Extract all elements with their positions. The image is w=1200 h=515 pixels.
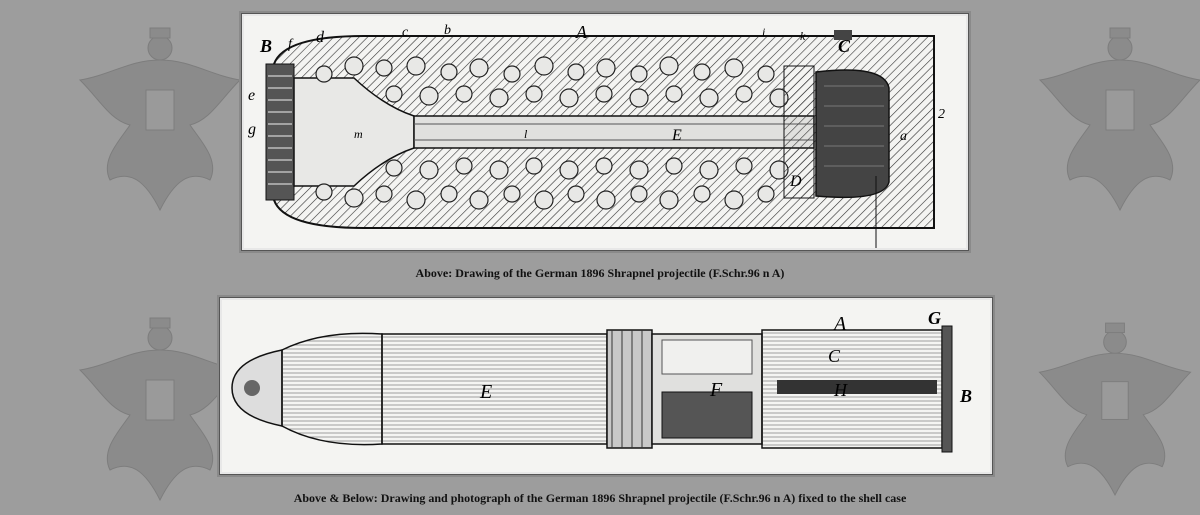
label-k: k [800,29,806,43]
label-bottom-E: E [479,381,492,403]
label-b: b [444,23,451,38]
eagle-watermark-bottom-right [1038,322,1192,497]
label-l: l [524,127,528,141]
top-drawing-frame: B f d c b A i k C e g m l E D a 2 [241,13,969,251]
label-A: A [575,22,588,42]
label-D: D [789,173,802,190]
label-C: C [838,36,851,56]
bottom-caption: Above & Below: Drawing and photograph of… [293,491,907,505]
bottom-drawing-frame: E F A C H G B [219,297,993,475]
label-c: c [402,25,409,40]
label-e: e [248,87,255,104]
shrapnel-shell-case-drawing: E F A C H G B [231,308,972,453]
label-bottom-C: C [828,346,841,366]
label-bottom-F: F [709,379,723,401]
eagle-watermark-top-right [1038,27,1200,212]
label-d: d [316,29,325,46]
label-i: i [762,25,765,39]
label-E: E [671,127,682,144]
label-bottom-G: G [928,308,941,328]
label-m: m [354,127,363,141]
label-a: a [900,129,907,144]
shrapnel-cross-section-drawing: B f d c b A i k C e g m l E D a 2 [248,22,945,248]
top-caption: Above: Drawing of the German 1896 Shrapn… [415,266,785,280]
label-bottom-H: H [833,380,848,400]
eagle-watermark-bottom-left [78,317,242,502]
label-2: 2 [938,107,945,122]
eagle-watermark-top-left [78,27,242,212]
label-bottom-A: A [832,313,847,335]
label-bottom-B: B [959,386,972,406]
label-B: B [259,36,272,56]
label-f: f [288,37,294,52]
label-g: g [248,121,256,138]
